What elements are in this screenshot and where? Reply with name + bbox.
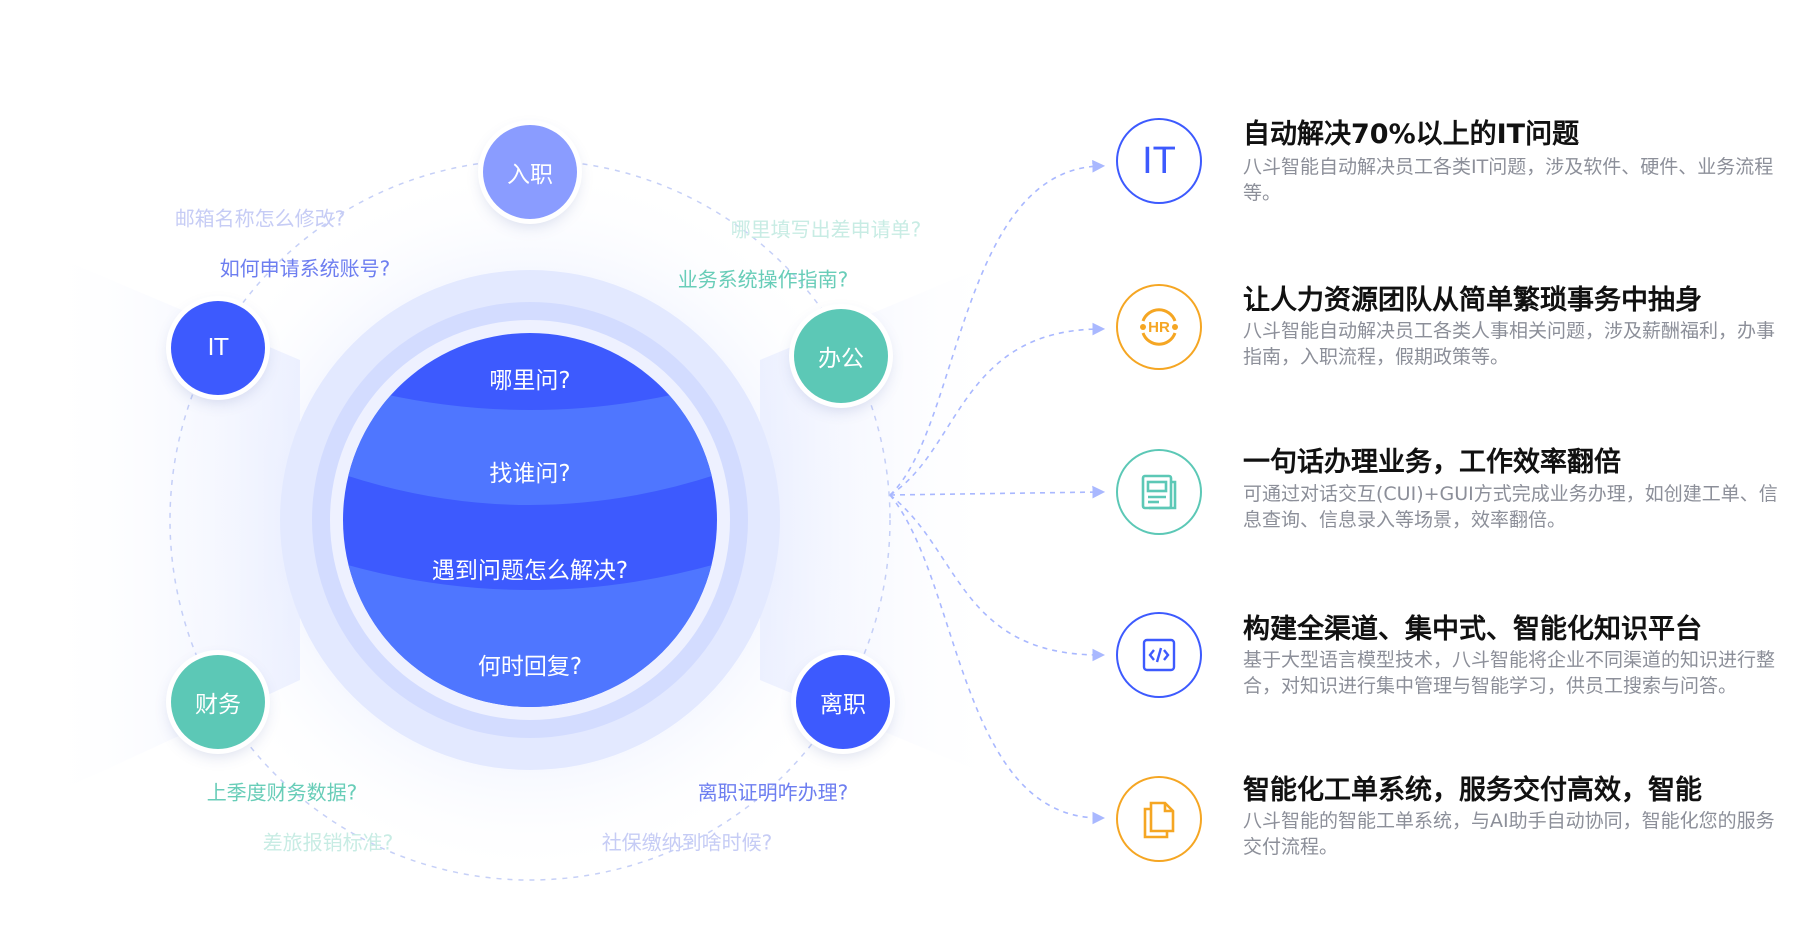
feature-title-knowledge: 构建全渠道、集中式、智能化知识平台 <box>1243 614 1702 645</box>
hr-icon-graphic <box>1140 308 1178 346</box>
form-icon-graphic <box>1141 474 1177 510</box>
code-icon-graphic <box>1142 638 1176 672</box>
question-account: 如何申请系统账号? <box>219 256 391 281</box>
connector-lines <box>889 159 1106 825</box>
connector-5 <box>889 494 1106 825</box>
form-icon <box>1116 449 1202 535</box>
globe-band-label-3: 遇到问题怎么解决? <box>431 558 629 584</box>
hr-icon: HR <box>1116 284 1202 370</box>
feature-desc-knowledge: 基于大型语言模型技术，八斗智能将企业不同渠道的知识进行整合，对知识进行集中管理与… <box>1243 649 1776 697</box>
hr-icon-text: HR <box>1148 318 1170 336</box>
connector-4 <box>889 494 1106 662</box>
question-expense-standard: 差旅报销标准? <box>262 830 394 855</box>
code-icon <box>1116 612 1202 698</box>
globe-band-2 <box>343 380 717 505</box>
globe-band-label-4: 何时回复? <box>477 654 583 680</box>
question-resignation-cert: 离职证明咋办理? <box>697 780 849 805</box>
feature-desc-business: 可通过对话交互(CUI)+GUI方式完成业务办理，如创建工单、信息查询、信息录入… <box>1243 483 1778 531</box>
globe <box>343 333 717 707</box>
connector-1 <box>889 159 1106 496</box>
question-system-guide: 业务系统操作指南? <box>677 267 849 292</box>
documents-icon <box>1116 776 1202 862</box>
feature-desc-ticket: 八斗智能的智能工单系统，与AI助手自动协同，智能化您的服务交付流程。 <box>1243 810 1775 858</box>
question-travel-form: 哪里填写出差申请单? <box>730 217 922 242</box>
node-office[interactable]: 办公 <box>794 309 888 403</box>
feature-desc-it: 八斗智能自动解决员工各类IT问题，涉及软件、硬件、业务流程等。 <box>1243 156 1774 204</box>
globe-band-label-1: 哪里问? <box>489 368 571 394</box>
question-social-security: 社保缴纳到啥时候? <box>601 830 773 855</box>
feature-title-it: 自动解决70%以上的IT问题 <box>1243 119 1580 150</box>
feature-title-business: 一句话办理业务，工作效率翻倍 <box>1243 447 1621 478</box>
feature-desc-hr: 八斗智能自动解决员工各类人事相关问题，涉及薪酬福利，办事指南，入职流程，假期政策… <box>1243 320 1776 368</box>
documents-icon-graphic <box>1143 801 1175 839</box>
connector-2 <box>889 322 1106 496</box>
node-it[interactable]: IT <box>171 301 265 395</box>
question-finance-data: 上季度财务数据? <box>206 780 358 805</box>
it-icon: IT <box>1116 118 1202 204</box>
question-mailbox: 邮箱名称怎么修改? <box>174 206 346 231</box>
node-offboarding[interactable]: 离职 <box>796 655 890 749</box>
globe-band-label-2: 找谁问? <box>489 461 571 487</box>
it-icon-text: IT <box>1142 139 1176 182</box>
node-onboarding[interactable]: 入职 <box>483 125 577 219</box>
feature-title-ticket: 智能化工单系统，服务交付高效，智能 <box>1243 775 1702 806</box>
feature-title-hr: 让人力资源团队从简单繁琐事务中抽身 <box>1243 285 1702 316</box>
node-finance[interactable]: 财务 <box>171 655 265 749</box>
